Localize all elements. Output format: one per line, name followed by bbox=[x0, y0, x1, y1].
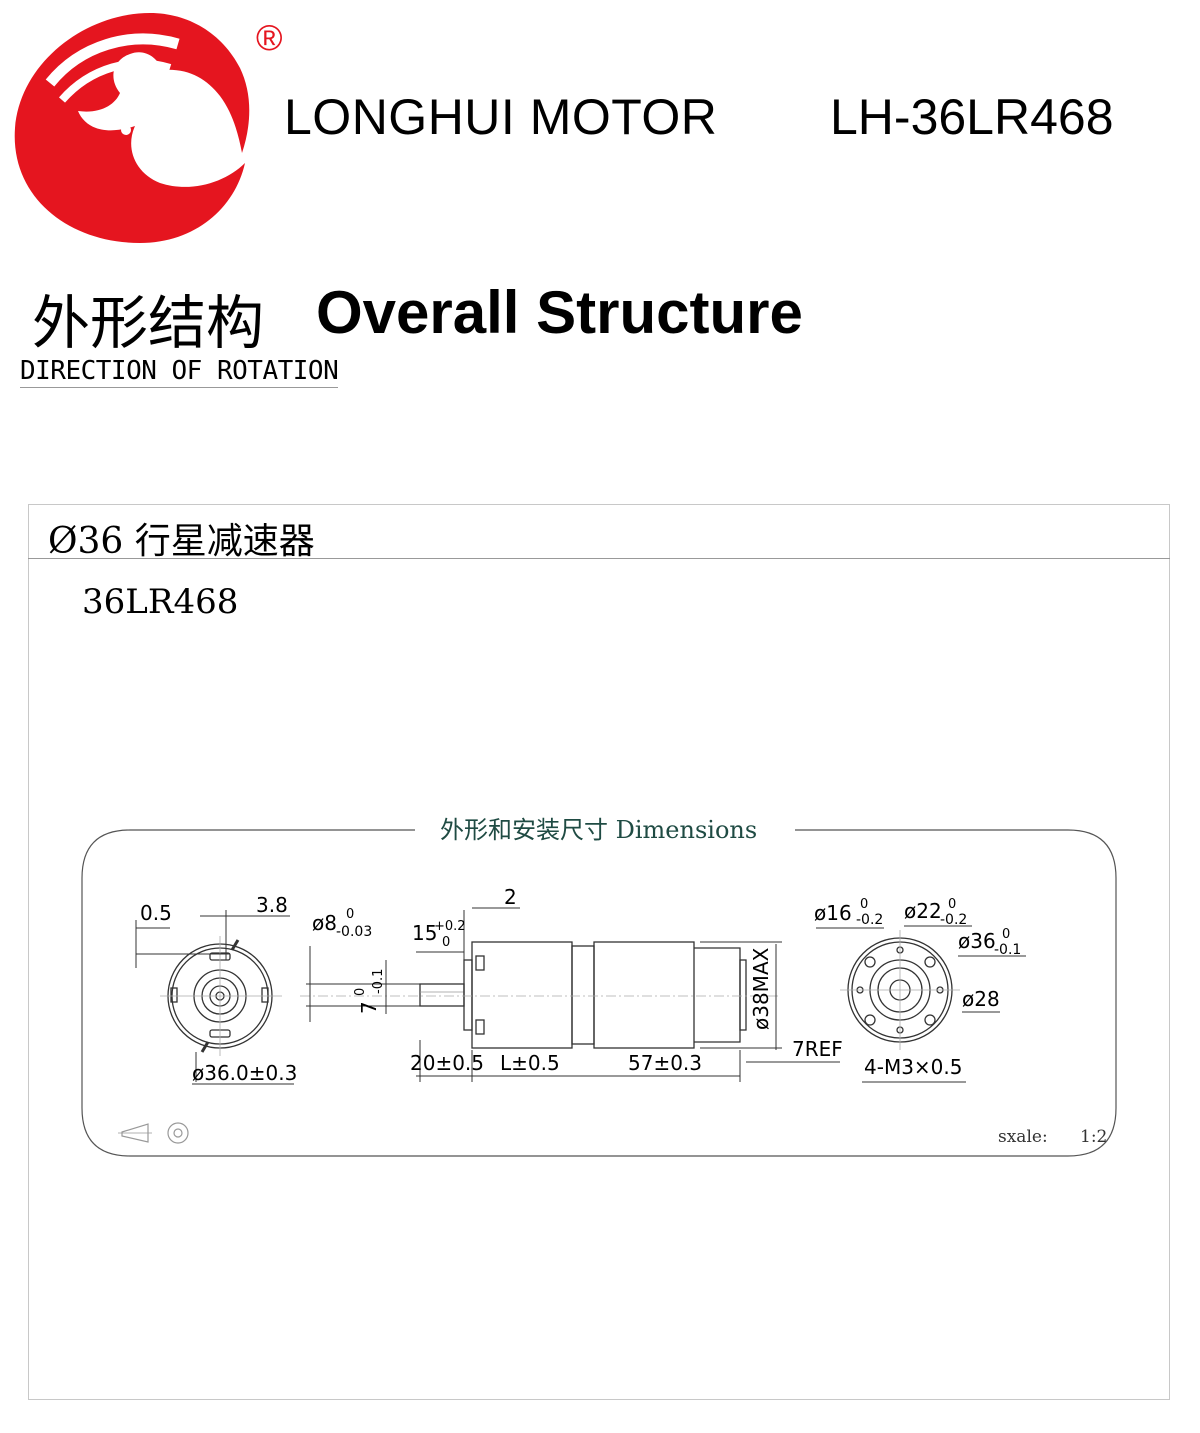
section-title-en: Overall Structure bbox=[316, 279, 803, 346]
dim-0-5: 0.5 bbox=[140, 901, 172, 925]
dim-d22-tol-lower: -0.2 bbox=[940, 912, 967, 928]
dim-38max: ø38MAX bbox=[749, 947, 773, 1030]
scale-value: 1:2 bbox=[1080, 1127, 1107, 1147]
model-number: LH-36LR468 bbox=[830, 89, 1114, 145]
dim-d36-tol-upper: 0 bbox=[1002, 927, 1010, 942]
longhui-logo: ® bbox=[14, 13, 282, 243]
scale-label: sxale: bbox=[998, 1127, 1048, 1147]
dim-d22: ø22 bbox=[904, 899, 942, 923]
direction-of-rotation: DIRECTION OF ROTATION bbox=[20, 356, 339, 388]
dim-d16-tol-upper: 0 bbox=[860, 897, 868, 912]
drawing-title: 外形和安装尺寸 Dimensions bbox=[440, 816, 757, 844]
gearbox-body bbox=[471, 941, 573, 1049]
spec-frame bbox=[28, 504, 1170, 1400]
dim-d16-tol-lower: -0.2 bbox=[856, 912, 883, 928]
dim-len-15-tol-lower: 0 bbox=[442, 935, 450, 950]
rear-view-dimension-lines bbox=[135, 910, 294, 1085]
dim-len-15: 15 bbox=[412, 921, 437, 945]
output-shaft bbox=[419, 983, 465, 1007]
dim-d36-tol-lower: -0.1 bbox=[994, 942, 1021, 958]
motor-body bbox=[593, 941, 695, 1049]
frame-divider bbox=[28, 558, 1170, 559]
dim-flat-height: 7 bbox=[357, 1001, 381, 1014]
dim-shaft-tol-upper: 0 bbox=[346, 907, 354, 922]
dim-shaft-tol-lower: -0.03 bbox=[336, 924, 372, 940]
series-title: Ø36 行星减速器 bbox=[48, 521, 315, 562]
dim-d36: ø36 bbox=[958, 929, 996, 953]
logo-bird-icon bbox=[14, 13, 250, 243]
front-end-view bbox=[840, 930, 960, 1050]
dim-d28: ø28 bbox=[962, 987, 1000, 1011]
dim-7ref: 7REF bbox=[792, 1037, 843, 1061]
dim-d22-tol-upper: 0 bbox=[948, 897, 956, 912]
dim-len-L: L±0.5 bbox=[500, 1051, 560, 1075]
registered-mark: ® bbox=[256, 17, 282, 58]
dim-len-15-tol-upper: +0.2 bbox=[434, 919, 466, 934]
side-view-dimension-lines bbox=[306, 907, 840, 1082]
rear-end-view bbox=[160, 936, 282, 1056]
dim-holes: 4-M3×0.5 bbox=[864, 1055, 963, 1079]
dimension-drawing: 外形和安装尺寸 Dimensions 0.5 3.8 ø36.0±0.3 bbox=[81, 816, 1117, 1157]
drawing-frame bbox=[81, 829, 1117, 1157]
dim-d16: ø16 bbox=[814, 901, 852, 925]
dim-36-0: ø36.0±0.3 bbox=[192, 1061, 297, 1085]
brand-name: LONGHUI MOTOR bbox=[284, 89, 718, 145]
front-view-dimension-lines bbox=[816, 925, 1026, 1083]
section-title-cn: 外形结构 bbox=[32, 289, 265, 357]
dim-shaft-diameter: ø8 bbox=[312, 911, 337, 935]
dim-len-20: 20±0.5 bbox=[410, 1051, 484, 1075]
part-number: 36LR468 bbox=[82, 582, 239, 622]
first-angle-projection-icon bbox=[118, 1122, 189, 1144]
dim-len-57: 57±0.3 bbox=[628, 1051, 702, 1075]
side-view bbox=[300, 941, 780, 1049]
dim-flat-tol-upper: 0 bbox=[353, 988, 368, 996]
dim-3-8: 3.8 bbox=[256, 893, 288, 917]
dim-len-2: 2 bbox=[504, 885, 517, 909]
dim-flat-tol-lower: -0.1 bbox=[371, 969, 386, 994]
